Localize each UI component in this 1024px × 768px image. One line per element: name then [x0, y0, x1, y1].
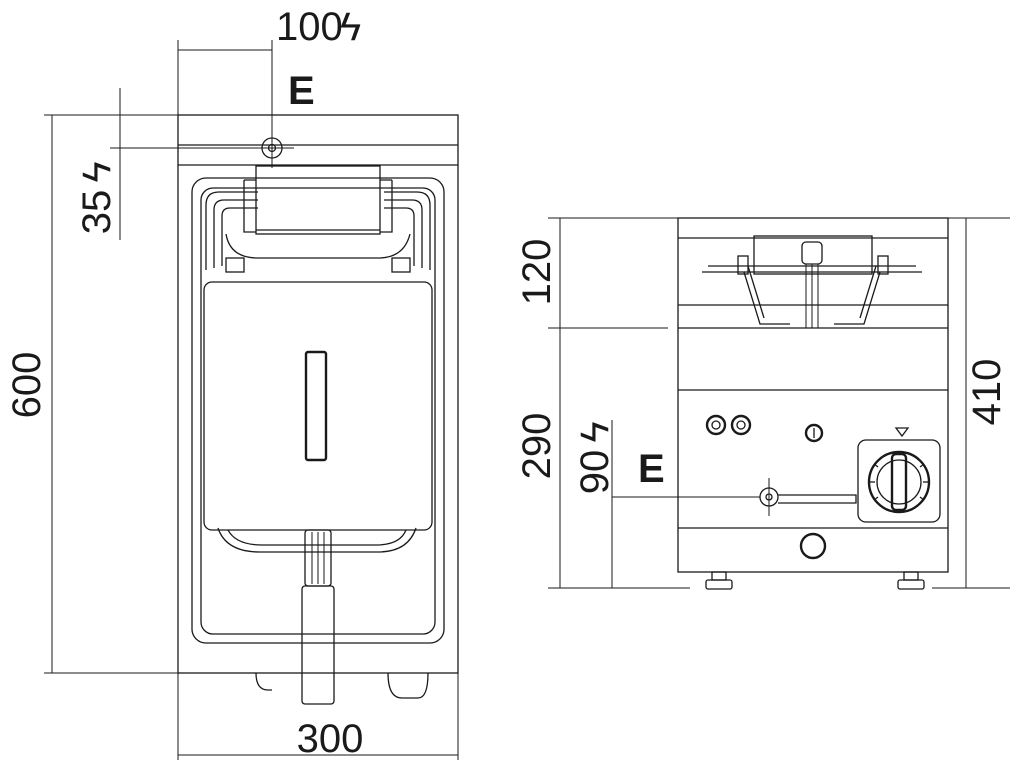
feet-front — [705, 571, 925, 590]
front-view: 120 290 90 ϟ E 410 — [515, 217, 1010, 590]
connection-label-front: E — [638, 447, 665, 491]
dim-top-section-label: 120 — [515, 239, 559, 306]
top-view: 300 600 100 ϟ E 35 ϟ — [5, 5, 459, 761]
electric-symbol-left: ϟ — [75, 161, 119, 182]
dim-total-height-label: 410 — [965, 359, 1009, 426]
dim-connection-height-label: 90 — [573, 450, 617, 495]
indicator-light-1 — [705, 414, 727, 436]
lid-handle — [304, 350, 328, 462]
dim-lower-section-label: 290 — [515, 413, 559, 480]
dim-connection-y-label: 35 — [75, 190, 119, 235]
dim-depth-label: 600 — [5, 352, 49, 419]
dim-width-label: 300 — [297, 717, 364, 761]
basket-top — [753, 235, 873, 275]
connection-label-top: E — [288, 69, 315, 113]
electric-connection-symbol-front — [759, 478, 857, 516]
top-view-outline — [177, 114, 459, 674]
basket-handle-front — [801, 241, 823, 265]
basket-hook — [255, 165, 381, 235]
oil-well — [191, 177, 445, 644]
electric-symbol-top: ϟ — [340, 5, 361, 49]
foot-left — [255, 672, 272, 691]
lid — [203, 281, 433, 531]
basket-handle — [301, 529, 335, 705]
foot-right — [387, 672, 429, 699]
electric-symbol-front: ϟ — [573, 421, 617, 442]
indicator-light-2 — [730, 414, 752, 436]
front-view-outline — [677, 217, 949, 573]
drain-tap — [799, 532, 827, 560]
thermostat-knob — [857, 427, 941, 523]
dim-connection-x-label: 100 — [276, 5, 343, 49]
reset-button — [804, 423, 824, 443]
